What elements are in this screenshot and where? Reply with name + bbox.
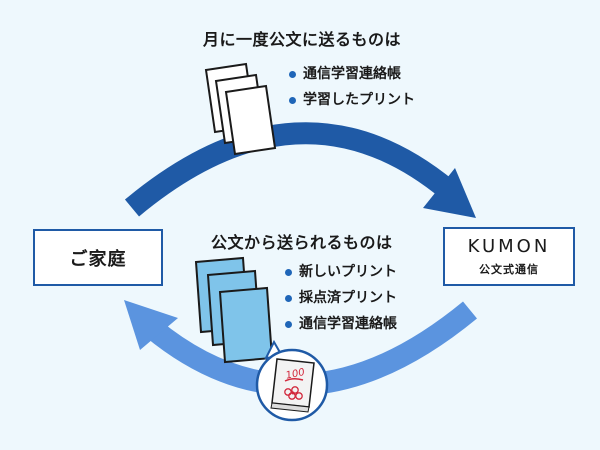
kumon-logo-text: KUMON [467, 236, 551, 257]
receive-items-list: 新しいプリント 採点済プリント 通信学習連絡帳 [285, 259, 397, 337]
list-item: 新しいプリント [285, 259, 397, 285]
home-node: ご家庭 [33, 229, 163, 286]
graded-sheet-icon: 100 [255, 339, 329, 422]
list-item: 学習したプリント [289, 87, 415, 113]
list-item: 採点済プリント [285, 285, 397, 311]
blue-paper-stack-icon [194, 256, 274, 364]
send-items-list: 通信学習連絡帳 学習したプリント [289, 61, 415, 113]
list-item: 通信学習連絡帳 [289, 61, 415, 87]
receive-section-heading: 公文から送られるものは [211, 233, 393, 252]
send-to-kumon-arrow [124, 122, 476, 218]
kumon-logo: KUMON [468, 236, 551, 257]
kumon-sub-label: 公文式通信 [479, 263, 539, 276]
home-label: ご家庭 [69, 248, 127, 270]
kumon-node: KUMON 公文式通信 [443, 227, 575, 286]
white-paper-stack-icon [204, 62, 277, 156]
list-item: 通信学習連絡帳 [285, 311, 397, 337]
send-section-heading: 月に一度公文に送るものは [203, 30, 402, 49]
svg-text:100: 100 [285, 367, 306, 382]
